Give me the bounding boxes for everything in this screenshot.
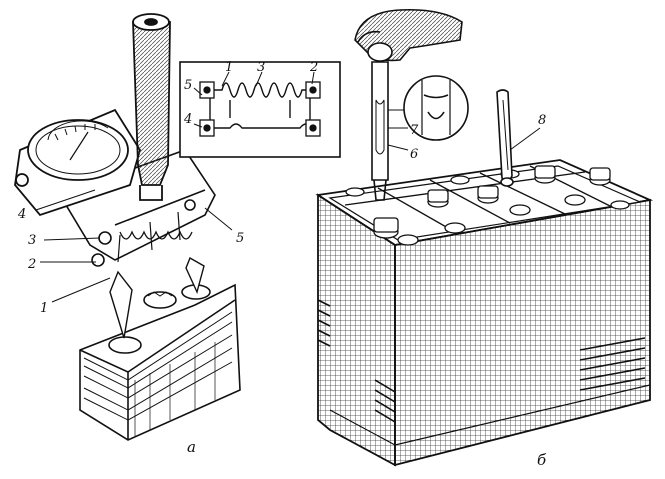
thermometer (496, 89, 514, 187)
handle (132, 13, 171, 201)
label-b-6: 6 (410, 147, 418, 162)
label-b-8: 8 (538, 113, 546, 128)
inset-label-2: 2 (309, 60, 318, 75)
figure-b: 7 6 8 б (315, 8, 654, 469)
label-b-7: 7 (410, 123, 419, 138)
battery-cell-a (79, 283, 241, 441)
caption-b: б (537, 451, 547, 469)
inset-diagram: 1 3 2 5 4 (179, 60, 341, 158)
probe-legs (109, 256, 205, 339)
label-a-5: 5 (236, 231, 244, 246)
leader-lines-a (35, 189, 233, 303)
label-a-1: 1 (40, 301, 48, 316)
leader-lines-b (387, 127, 541, 151)
inset-label-4: 4 (183, 112, 192, 127)
label-a-4: 4 (17, 207, 26, 222)
caption-a: а (187, 438, 196, 456)
hydrometer (354, 8, 463, 201)
inset-label-1: 1 (225, 60, 233, 75)
voltmeter (14, 108, 141, 217)
label-a-3: 3 (28, 233, 36, 248)
figure-a: 4 3 2 1 5 а (14, 13, 244, 456)
battery-b (315, 159, 654, 467)
magnified-view (388, 75, 469, 141)
inset-label-5: 5 (184, 78, 192, 93)
label-a-2: 2 (27, 257, 36, 272)
inset-label-3: 3 (257, 60, 265, 75)
